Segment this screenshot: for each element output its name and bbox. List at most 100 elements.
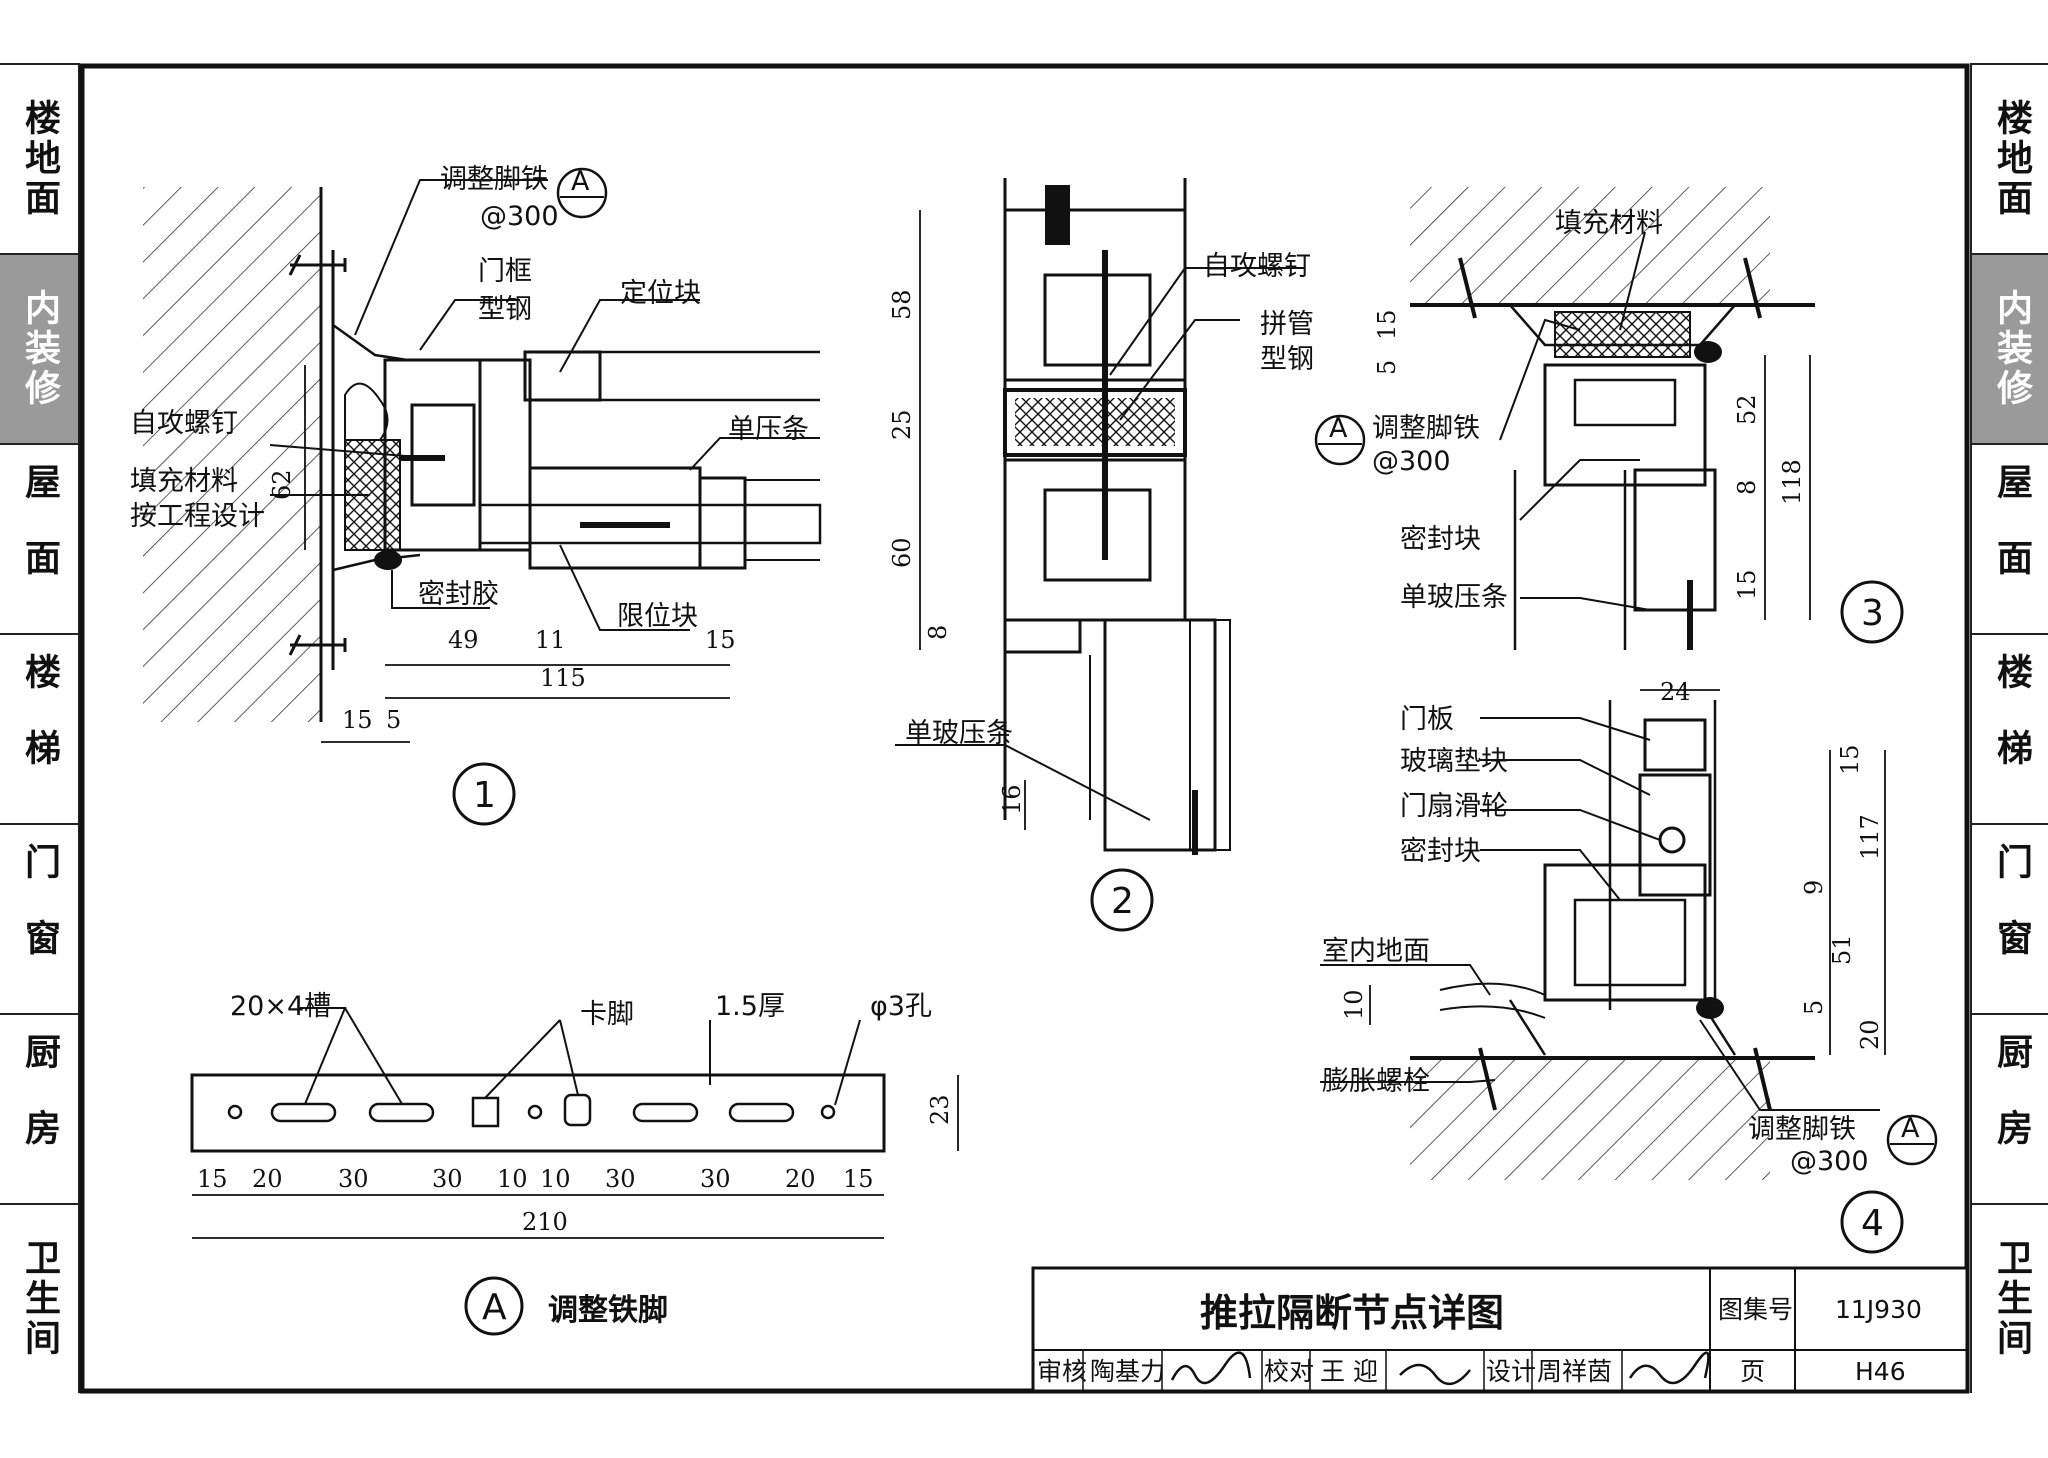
drawing-title: 推拉隔断节点详图 <box>1200 1291 1504 1335</box>
dim-text: 5 <box>1373 360 1401 375</box>
detail-4: 门板 玻璃垫块 门扇滑轮 密封块 室内地面 膨胀螺栓 调整脚铁 @300 A 2… <box>1320 678 1938 1254</box>
sidebar-tab-kitchen[interactable]: 厨房 <box>0 1015 78 1205</box>
sidebar-tab-interior[interactable]: 内装修 <box>1972 255 2048 445</box>
detail-ref: A <box>482 1287 507 1328</box>
detail-3: 填充材料 A 调整脚铁 @300 密封块 单玻压条 5 15 52 8 118 … <box>1314 187 1904 650</box>
slot <box>632 1102 699 1123</box>
tab-label: 楼梯 <box>1991 653 2032 805</box>
label-glass-pad: 玻璃垫块 <box>1400 746 1508 777</box>
sash-profile <box>528 466 702 570</box>
tab-label: 厨房 <box>1991 1033 2032 1185</box>
label-filler: 填充材料 <box>130 466 238 497</box>
dim-text: 60 <box>888 537 916 568</box>
label-floor: 室内地面 <box>1322 936 1430 967</box>
anchor-bolt-icon <box>1458 257 1762 319</box>
tab-label: 屋面 <box>19 463 60 615</box>
dim-text: 10 <box>540 1165 571 1193</box>
dim-text: 58 <box>888 289 916 320</box>
dim-text: 20 <box>252 1165 283 1193</box>
page-label: 页 <box>1740 1357 1765 1386</box>
left-sidebar: 楼地面 内装修 屋面 楼梯 门窗 厨房 卫生间 <box>0 63 80 1393</box>
dim-text: 24 <box>1660 678 1691 706</box>
detail-number: 1 <box>473 775 496 816</box>
dim-text: 15 <box>1836 744 1864 775</box>
label-roller: 门扇滑轮 <box>1400 791 1508 822</box>
dim-text: 30 <box>605 1165 636 1193</box>
dim-text: 52 <box>1733 394 1761 425</box>
label-stop: 限位块 <box>617 601 698 632</box>
dim-text: 25 <box>888 409 916 440</box>
tab-label: 厨房 <box>19 1033 60 1185</box>
tab-label: 屋面 <box>1991 463 2032 615</box>
label-steel: 型钢 <box>1260 344 1314 375</box>
dim-text: 30 <box>700 1165 731 1193</box>
atlas-label: 图集号 <box>1718 1295 1793 1324</box>
sidebar-tab-doors[interactable]: 门窗 <box>1972 825 2048 1015</box>
ceiling-hatch <box>1410 187 1770 305</box>
title-block: 推拉隔断节点详图 图集号 11J930 审核 陶基力 校对 王 迎 设计 周祥茵… <box>1031 1266 1969 1393</box>
detail-number-circle <box>1840 1190 1904 1254</box>
dim-text: 15 <box>705 626 736 654</box>
ref-a-bubble: A <box>1329 413 1348 444</box>
dim-text: 62 <box>268 469 296 500</box>
label-seal: 密封块 <box>1400 524 1481 555</box>
dim-height: 23 <box>926 1094 954 1125</box>
sheet-border <box>79 63 1970 1394</box>
label-slot: 20×4槽 <box>230 991 331 1022</box>
sidebar-tab-stairs[interactable]: 楼梯 <box>1972 635 2048 825</box>
signature-checker <box>1399 1363 1471 1385</box>
iron-foot-strip <box>190 1073 886 1153</box>
dim-text: 49 <box>448 626 479 654</box>
label-bead: 单玻压条 <box>905 718 1013 749</box>
roller-profile <box>1638 773 1712 897</box>
sidebar-tab-floor[interactable]: 楼地面 <box>0 65 78 255</box>
sidebar-tab-floor[interactable]: 楼地面 <box>1972 65 2048 255</box>
upper-frame <box>1003 208 1187 382</box>
sidebar-tab-bathroom[interactable]: 卫生间 <box>1972 1205 2048 1393</box>
label-hole: φ3孔 <box>870 991 932 1022</box>
slot <box>368 1102 435 1123</box>
slot <box>728 1102 795 1123</box>
sidebar-tab-roof[interactable]: 屋面 <box>1972 445 2048 635</box>
dim-text: 51 <box>1828 934 1856 965</box>
dim-text: 16 <box>998 784 1026 815</box>
label-thickness: 1.5厚 <box>715 991 785 1022</box>
detail-number: 3 <box>1861 593 1884 634</box>
dim-text: 5 <box>386 706 401 734</box>
label-adjust-iron: 调整脚铁 <box>1372 413 1480 444</box>
sidebar-tab-stairs[interactable]: 楼梯 <box>0 635 78 825</box>
dim-text: 115 <box>540 664 586 692</box>
hole-icon <box>527 1104 543 1120</box>
sidebar-tab-bathroom[interactable]: 卫生间 <box>0 1205 78 1393</box>
anchor-bolt-icon <box>288 634 347 656</box>
reviewer-name: 陶基力 <box>1090 1357 1165 1386</box>
detail-2: 自攻螺钉 拼管 型钢 单玻压条 58 25 60 8 16 2 <box>888 178 1314 932</box>
dim-total: 210 <box>522 1208 568 1236</box>
label-screw: 自攻螺钉 <box>1203 251 1311 282</box>
door-panel <box>1643 718 1707 772</box>
sidebar-tab-kitchen[interactable]: 厨房 <box>1972 1015 2048 1205</box>
tab-label: 门窗 <box>1991 843 2032 995</box>
sidebar-tab-interior[interactable]: 内装修 <box>0 255 78 445</box>
floor-hatch <box>1410 1060 1770 1180</box>
ref-a-bubble: A <box>1901 1113 1920 1144</box>
dim-text: 15 <box>342 706 373 734</box>
lower-frame <box>1003 458 1187 622</box>
dim-text: 117 <box>1856 814 1884 860</box>
tab-label: 楼梯 <box>19 653 60 805</box>
clip <box>563 1093 592 1127</box>
sidebar-tab-roof[interactable]: 屋面 <box>0 445 78 635</box>
detail-a: 20×4槽 卡脚 1.5厚 φ3孔 15 20 30 30 10 10 30 3… <box>190 991 959 1336</box>
sidebar-tab-doors[interactable]: 门窗 <box>0 825 78 1015</box>
label-spacing: @300 <box>1372 446 1451 477</box>
checker-name: 王 迎 <box>1320 1357 1378 1386</box>
sash-profile <box>1633 468 1717 612</box>
atlas-number: 11J930 <box>1835 1295 1922 1324</box>
dim-text: 5 <box>1800 1000 1828 1015</box>
label-adjust-iron: 调整脚铁 <box>1748 1114 1856 1145</box>
label-sealant: 密封胶 <box>418 579 499 610</box>
review-label: 审核 <box>1037 1357 1087 1386</box>
label-seal: 密封块 <box>1400 836 1481 867</box>
dim-text: 8 <box>1733 480 1761 495</box>
